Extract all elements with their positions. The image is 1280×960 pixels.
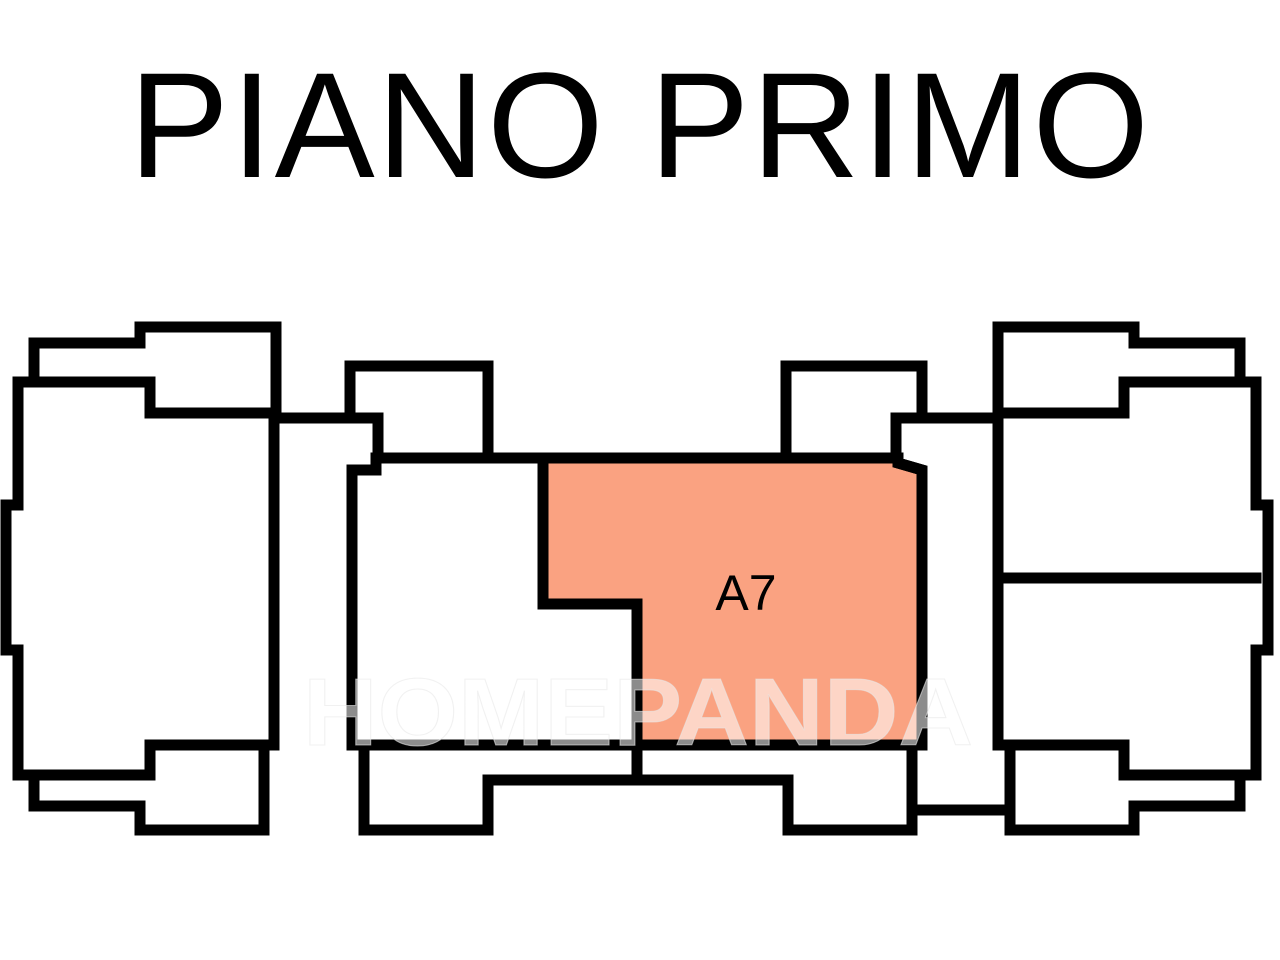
left-block-walls bbox=[0, 321, 282, 836]
left-connector-walls bbox=[268, 360, 494, 464]
central-block-walls bbox=[346, 452, 928, 836]
unit-a7-label: A7 bbox=[715, 565, 776, 621]
right-connector-walls bbox=[780, 360, 1014, 816]
right-block-walls bbox=[992, 321, 1274, 836]
watermark-text: HOMEPANDA bbox=[303, 659, 973, 766]
floor-title: PIANO PRIMO bbox=[128, 41, 1152, 209]
